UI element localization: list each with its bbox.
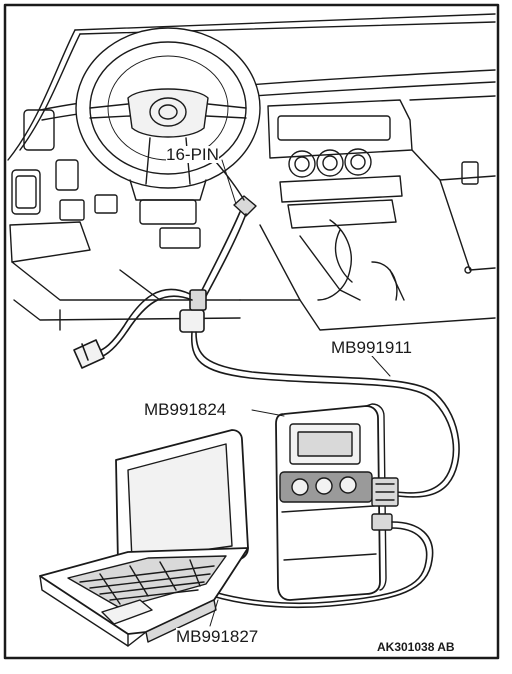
connector-label: 16-PIN bbox=[166, 145, 219, 164]
interface-unit-icon bbox=[275, 403, 399, 601]
laptop-icon bbox=[39, 429, 249, 647]
interface-unit-label: MB991824 bbox=[144, 400, 227, 419]
cable-harness bbox=[73, 211, 460, 498]
connector-plug-icon bbox=[215, 161, 257, 217]
usb-cable-label: MB991827 bbox=[176, 627, 259, 646]
leader-lines bbox=[209, 159, 391, 627]
figure-code: AK301038 AB bbox=[377, 640, 455, 654]
usb-cable bbox=[211, 521, 434, 609]
figure-frame bbox=[3, 3, 500, 660]
dashboard-illustration bbox=[7, 13, 496, 331]
main-harness-label: MB991911 bbox=[331, 338, 412, 357]
